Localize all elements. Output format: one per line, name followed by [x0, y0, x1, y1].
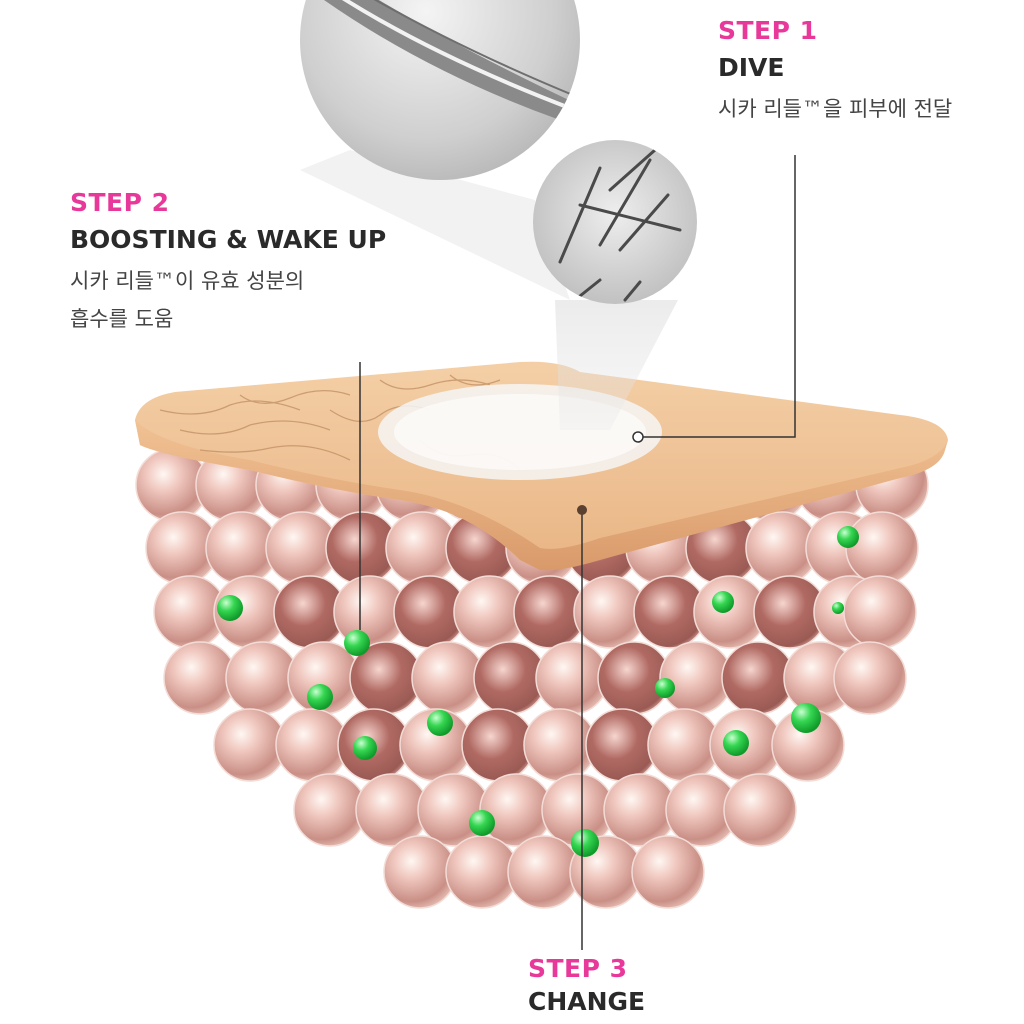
skin-cell [383, 835, 457, 909]
nutrient-droplet [217, 595, 243, 621]
dive-marker-dot [632, 431, 644, 443]
nutrient-droplet [469, 810, 495, 836]
skin-cell [225, 641, 299, 715]
skin-cell [445, 835, 519, 909]
step-1-desc-line: 시카 리들™을 피부에 전달 [718, 97, 953, 121]
skin-cell [163, 641, 237, 715]
skin-cell [833, 641, 907, 715]
skin-cell [213, 708, 287, 782]
skin-cell [647, 708, 721, 782]
magnified-view [300, 0, 697, 304]
step-2-callout: STEP 2 BOOSTING & WAKE UP 시카 리들™이 유효 성분의… [70, 188, 386, 338]
nutrient-droplet [723, 730, 749, 756]
leader-lines [359, 155, 796, 950]
nutrient-droplet [344, 630, 370, 656]
step-2-title: BOOSTING & WAKE UP [70, 225, 387, 254]
nutrient-droplet [307, 684, 333, 710]
skin-cell [535, 641, 609, 715]
nutrient-droplet [837, 526, 859, 548]
skin-cell [723, 773, 797, 847]
skin-cell [275, 708, 349, 782]
nutrient-droplet [655, 678, 675, 698]
change-marker-dot [577, 505, 587, 515]
skin-cell [293, 773, 367, 847]
step-3-label: STEP 3 [528, 954, 628, 983]
skin-cell [659, 641, 733, 715]
nutrient-droplet [791, 703, 821, 733]
skin-cell [845, 511, 919, 585]
nutrient-droplet [571, 829, 599, 857]
skin-cell [411, 641, 485, 715]
skin-cell [603, 773, 677, 847]
step-3-title: CHANGE [528, 987, 646, 1016]
step-2-desc-line: 시카 리들™이 유효 성분의 [70, 269, 305, 293]
step-1-title: DIVE [718, 53, 785, 82]
skin-cell [479, 773, 553, 847]
step-1-description: 시카 리들™을 피부에 전달 [718, 90, 952, 128]
nutrient-droplet [427, 710, 453, 736]
skin-cell [473, 641, 547, 715]
skin-surface [135, 300, 948, 571]
skin-cell [843, 575, 917, 649]
step-2-description: 시카 리들™이 유효 성분의 흡수를 도움 [70, 262, 386, 338]
skin-cell [721, 641, 795, 715]
nutrient-droplet [712, 591, 734, 613]
step-2-label: STEP 2 [70, 188, 170, 217]
step-1-callout: STEP 1 DIVE 시카 리들™을 피부에 전달 [718, 16, 952, 128]
skin-cell [585, 708, 659, 782]
skin-cell [597, 641, 671, 715]
nutrient-droplet [832, 602, 844, 614]
skin-cell [507, 835, 581, 909]
step-2-desc-line: 흡수를 도움 [70, 307, 174, 331]
skin-cell [631, 835, 705, 909]
skin-cell [461, 708, 535, 782]
nutrient-droplet [353, 736, 377, 760]
step-3-callout: STEP 3 CHANGE [528, 954, 645, 1016]
step-1-label: STEP 1 [718, 16, 818, 45]
skin-cell [523, 708, 597, 782]
skin-cell [355, 773, 429, 847]
